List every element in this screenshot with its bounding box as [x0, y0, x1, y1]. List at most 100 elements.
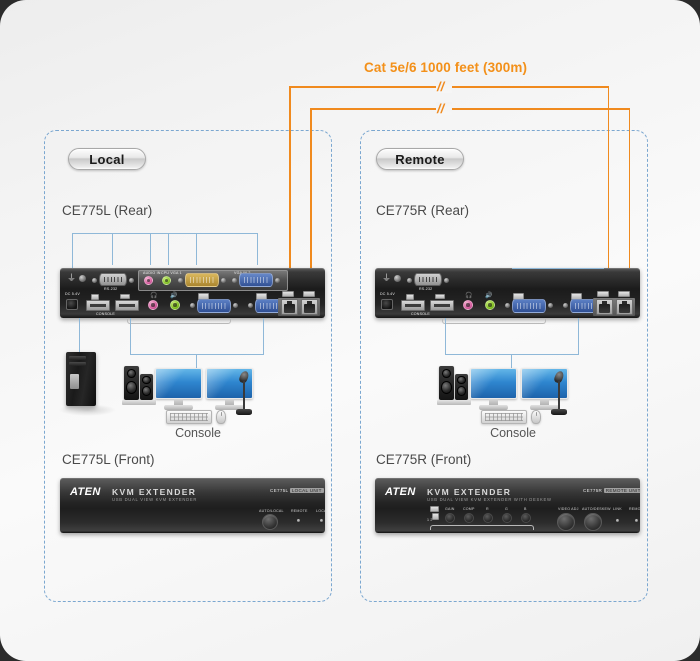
cat5-cable-a-left-vertical — [289, 86, 291, 282]
remote-video1-port — [512, 299, 546, 313]
remote-auto-deskew-knob[interactable] — [584, 513, 602, 531]
monitor-neck — [224, 399, 235, 405]
remote-power-label: DC 5.4V — [380, 292, 395, 296]
local-front-subtitle: USB DUAL VIEW KVM EXTENDER — [112, 497, 198, 502]
video1-screw-right — [233, 303, 238, 308]
remote-console-video-drop — [578, 318, 580, 354]
cpu-vga1-screw-right — [221, 278, 226, 283]
remote-front-title: KVM EXTENDER — [427, 487, 512, 497]
local-rear-chassis: ⏚ RS-232 AUDIO IN CPU VGA 1 VGA IN 2 DC … — [60, 268, 325, 318]
remote-video-adj-label: VIDEO ADJ — [558, 507, 579, 511]
local-remote-led-label: REMOTE — [291, 509, 308, 513]
remote-console-usb-2 — [430, 300, 454, 311]
cat5-cable-b-right-vertical — [628, 108, 631, 282]
local-vga-in2-port — [239, 273, 273, 287]
remote-port-icon — [430, 506, 439, 512]
local-link2-icon — [303, 291, 315, 297]
speaker-tweeter-right — [142, 376, 151, 384]
local-upper-drop-cpuvga1 — [196, 233, 198, 265]
cable-a-break-symbol: // — [437, 79, 445, 94]
cat5-cable-b-horizontal — [310, 108, 630, 110]
video1-screw-left — [190, 303, 195, 308]
video2-screw-left — [248, 303, 253, 308]
usb-mouse-icon — [435, 294, 445, 299]
local-link1-rj45 — [281, 299, 298, 315]
remote-model-code: CE775R — [583, 488, 603, 493]
remote-speaker-right — [455, 374, 468, 400]
remote-comp-button[interactable] — [464, 513, 474, 523]
remote-r-button[interactable] — [483, 513, 493, 523]
local-rear-caption: CE775L (Rear) — [62, 203, 153, 218]
rs232-screw-right — [444, 278, 449, 283]
usb-mouse-icon — [120, 294, 130, 299]
speaker-woofer-left — [125, 380, 138, 394]
remote-model-tag: REMOTE UNIT — [603, 488, 640, 493]
local-console-drop-to-monitors — [196, 354, 198, 376]
monitor-base — [479, 404, 508, 410]
speaker-tweeter-right — [457, 376, 466, 384]
local-upper-drop-mic — [168, 233, 170, 265]
remote-auto-deskew-label: AUTO/DESKEW — [582, 507, 611, 511]
cat5-cable-a-right-vertical — [607, 86, 610, 282]
remote-gain-label: GAIN — [445, 507, 455, 511]
remote-video-brace — [442, 318, 546, 324]
local-remote-led — [296, 518, 301, 523]
local-badge: Local — [68, 148, 146, 170]
local-speaker-right — [140, 374, 153, 400]
local-console-speaker-jack — [148, 300, 158, 310]
vga-in2-screw-left — [232, 278, 237, 283]
local-auto-local-knob[interactable] — [262, 514, 278, 530]
speaker-woofer-left — [440, 380, 453, 394]
remote-link2-rj45 — [616, 299, 633, 315]
speaker-tweeter-left — [126, 368, 137, 379]
remote-g-label: G — [505, 507, 508, 511]
local-rear-screw-1 — [79, 275, 86, 282]
remote-console-usb-1 — [401, 300, 425, 311]
remote-port-selector[interactable] — [432, 513, 439, 520]
remote-rs232-port — [414, 273, 442, 286]
monitor-base — [164, 404, 193, 410]
headphone-icon: 🎧 — [465, 293, 473, 299]
cat5-cable-b-left-vertical — [310, 108, 312, 282]
remote-button-brace — [430, 525, 534, 530]
remote-badge: Remote — [376, 148, 464, 170]
local-microphone-stand — [243, 381, 245, 411]
local-link2-rj45 — [301, 299, 318, 315]
local-upper-drop-audio — [150, 233, 152, 265]
remote-zone-box — [360, 130, 648, 602]
local-vga-in2-label: VGA IN 2 — [234, 270, 250, 275]
remote-console-drop-to-monitors — [511, 354, 513, 376]
remote-video-adj-knob[interactable] — [557, 513, 575, 531]
speaker-woofer-right — [456, 385, 467, 396]
local-console-video-drop — [263, 318, 265, 354]
rs232-screw-left — [407, 278, 412, 283]
ground-symbol-icon: ⏚ — [382, 273, 392, 283]
rs232-screw-right — [129, 278, 134, 283]
remote-front-chassis: ATEN KVM EXTENDER USB DUAL VIEW KVM EXTE… — [375, 478, 640, 533]
remote-console-usb-drop — [445, 318, 447, 354]
monitor-base — [530, 404, 559, 410]
monitor-neck — [173, 399, 184, 405]
local-power-jack — [66, 299, 78, 310]
remote-internal-bus — [512, 268, 604, 270]
local-video1-port — [197, 299, 231, 313]
local-speaker-base — [122, 400, 156, 405]
cable-b-break-symbol: // — [437, 101, 445, 116]
remote-keyboard — [481, 410, 527, 424]
headphone-icon: 🎧 — [150, 293, 158, 299]
local-keyboard — [166, 410, 212, 424]
vga-in2-screw-right — [275, 278, 280, 283]
local-model-tag: LOCAL UNIT — [289, 488, 324, 493]
local-local-led — [319, 518, 324, 523]
remote-b-button[interactable] — [521, 513, 531, 523]
remote-g-button[interactable] — [502, 513, 512, 523]
remote-gain-button[interactable] — [445, 513, 455, 523]
local-aten-logo: ATEN — [70, 486, 101, 498]
remote-link1-rj45 — [596, 299, 613, 315]
local-to-pc-vertical — [79, 318, 81, 354]
video2-screw-left — [563, 303, 568, 308]
local-model-code: CE775L — [270, 488, 289, 493]
local-rs232-label: RS-232 — [104, 287, 118, 291]
remote-comp-label: COMP — [463, 507, 475, 511]
